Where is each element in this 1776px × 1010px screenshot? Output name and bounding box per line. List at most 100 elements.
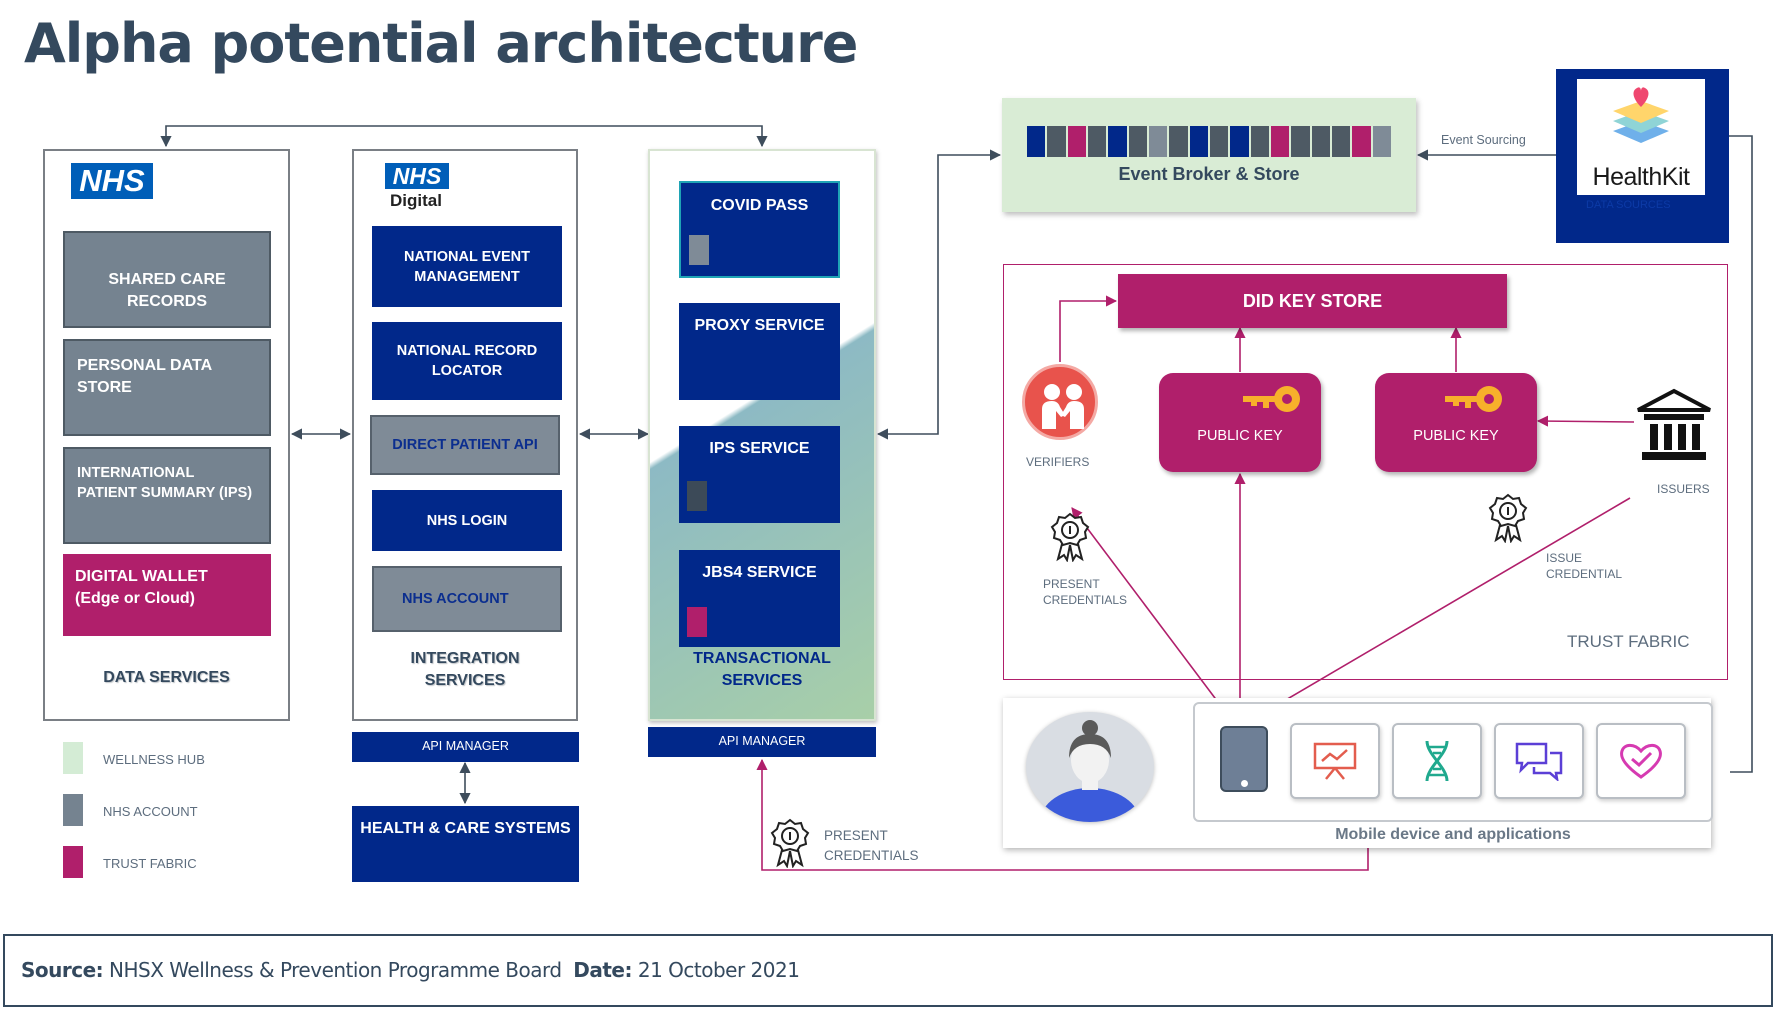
event-block xyxy=(1027,126,1046,157)
proxy-service-box[interactable]: PROXY SERVICE xyxy=(679,303,840,400)
event-block xyxy=(1372,126,1391,157)
national-event-management-box[interactable]: NATIONAL EVENT MANAGEMENT xyxy=(372,226,562,307)
nhs-digital-logo: NHS xyxy=(385,163,449,189)
bottom-present-credentials-label: PRESENT CREDENTIALS xyxy=(824,826,919,866)
legend-label-nhs-account: NHS ACCOUNT xyxy=(103,804,198,819)
shared-care-records-box[interactable]: SHARED CARE RECORDS xyxy=(63,231,271,328)
legend-swatch-nhs-account xyxy=(63,794,83,826)
ips-service-box[interactable]: IPS SERVICE xyxy=(679,426,840,523)
key-icon xyxy=(1445,386,1502,412)
event-block xyxy=(1230,126,1249,157)
issuers-bank-icon xyxy=(1637,388,1711,460)
healthkit-source-box[interactable]: HealthKit DATA SOURCES xyxy=(1556,69,1729,243)
did-key-store-box[interactable]: DID KEY STORE xyxy=(1118,274,1507,328)
event-block xyxy=(1067,126,1086,157)
jbs4-service-label: JBS4 SERVICE xyxy=(702,564,817,581)
digital-wallet-label: DIGITAL WALLET xyxy=(75,568,208,585)
health-care-systems-box[interactable]: HEALTH & CARE SYSTEMS xyxy=(352,806,579,882)
event-block xyxy=(1087,126,1107,157)
dna-app-icon[interactable] xyxy=(1392,723,1482,799)
connector-phone-verifier xyxy=(1071,507,1237,727)
phone-icon[interactable] xyxy=(1220,726,1268,792)
legend-label-trust-fabric: TRUST FABRIC xyxy=(103,856,197,871)
covid-pass-label: COVID PASS xyxy=(710,197,809,214)
event-block xyxy=(1352,126,1371,157)
jbs4-service-marker xyxy=(687,607,707,637)
direct-patient-api-box[interactable]: DIRECT PATIENT API xyxy=(370,415,560,475)
nhs-digital-logo-sub: Digital xyxy=(390,191,442,210)
transactional-services-caption: TRANSACTIONAL SERVICES xyxy=(648,648,876,692)
connector-issuer-pk2 xyxy=(1536,415,1635,427)
chat-app-icon[interactable] xyxy=(1494,723,1584,799)
nhs-logo: NHS xyxy=(71,163,153,199)
event-block xyxy=(1148,126,1168,157)
event-block xyxy=(1291,126,1310,157)
verifiers-icon xyxy=(1022,364,1098,440)
source-label: Source: xyxy=(21,958,104,982)
date-label: Date: xyxy=(573,958,632,982)
international-patient-summary-box[interactable]: INTERNATIONAL PATIENT SUMMARY (IPS) xyxy=(63,447,271,544)
integration-caption-line2: SERVICES xyxy=(424,672,506,689)
bottom-present-line1: PRESENT xyxy=(824,828,888,843)
event-block xyxy=(1270,126,1290,157)
personal-data-store-box[interactable]: PERSONAL DATA STORE xyxy=(63,339,271,436)
apps-tray xyxy=(1193,702,1713,822)
event-block xyxy=(1189,126,1208,157)
digital-wallet-box[interactable]: DIGITAL WALLET (Edge or Cloud) xyxy=(63,554,271,636)
covid-pass-marker xyxy=(689,235,709,265)
issue-credential-line2: CREDENTIAL xyxy=(1546,567,1623,581)
jbs4-service-box[interactable]: JBS4 SERVICE xyxy=(679,550,840,647)
event-block xyxy=(1209,126,1229,157)
connector-verifier-didstore xyxy=(1059,295,1118,362)
integration-caption-line1: INTEGRATION xyxy=(410,650,520,667)
credential-badge-icon xyxy=(1050,512,1090,562)
national-record-locator-box[interactable]: NATIONAL RECORD LOCATOR xyxy=(372,322,562,400)
public-key-2-box[interactable]: PUBLIC KEY xyxy=(1375,373,1537,472)
key-icon xyxy=(1243,386,1300,412)
issue-credential-label: ISSUE CREDENTIAL xyxy=(1546,550,1622,582)
legend-swatch-trust-fabric xyxy=(63,846,83,878)
verifiers-label: VERIFIERS xyxy=(1026,455,1090,469)
transactional-caption-line2: SERVICES xyxy=(721,672,803,689)
event-stream-blocks xyxy=(1027,126,1391,157)
covid-pass-box[interactable]: COVID PASS xyxy=(679,181,840,278)
event-broker-label: Event Broker & Store xyxy=(1118,164,1300,184)
event-block xyxy=(1047,126,1066,157)
event-block xyxy=(1169,126,1188,157)
nhs-account-box[interactable]: NHS ACCOUNT xyxy=(372,566,562,632)
digital-wallet-sublabel: (Edge or Cloud) xyxy=(75,590,195,607)
issue-badge-icon xyxy=(1488,493,1528,543)
connector-issuer-phone xyxy=(1237,497,1631,729)
data-sources-label: DATA SOURCES xyxy=(1586,199,1671,211)
event-block xyxy=(1311,126,1330,157)
issue-credential-line1: ISSUE xyxy=(1546,551,1583,565)
transactional-caption-line1: TRANSACTIONAL xyxy=(693,650,831,667)
nhs-login-box[interactable]: NHS LOGIN xyxy=(372,490,562,551)
bottom-present-line2: CREDENTIALS xyxy=(824,848,919,863)
integration-services-caption: INTEGRATION SERVICES xyxy=(352,648,578,692)
public-key-1-label: PUBLIC KEY xyxy=(1197,428,1283,444)
event-block xyxy=(1108,126,1127,157)
connector-mobile-healthkit xyxy=(1706,130,1753,773)
healthkit-icon xyxy=(1613,87,1669,143)
event-block xyxy=(1331,126,1351,157)
trust-fabric-panel xyxy=(1003,264,1728,680)
ips-service-marker xyxy=(687,481,707,511)
issuers-label: ISSUERS xyxy=(1657,482,1710,496)
public-key-1-box[interactable]: PUBLIC KEY xyxy=(1159,373,1321,472)
page-title: Alpha potential architecture xyxy=(24,12,858,75)
trust-fabric-label: TRUST FABRIC xyxy=(1567,632,1690,651)
present-credentials-line1: PRESENT xyxy=(1043,577,1100,591)
user-avatar[interactable] xyxy=(1026,712,1154,822)
event-block xyxy=(1128,126,1147,157)
integration-api-manager[interactable]: API MANAGER xyxy=(352,732,579,762)
event-broker-box[interactable]: Event Broker & Store xyxy=(1002,98,1416,212)
bottom-credential-badge-icon xyxy=(770,818,810,868)
healthkit-label: HealthKit xyxy=(1592,163,1690,191)
connector-mobile-apimanager xyxy=(756,758,1369,871)
transactional-api-manager[interactable]: API MANAGER xyxy=(648,727,876,757)
presentation-app-icon[interactable] xyxy=(1290,723,1380,799)
ips-service-label: IPS SERVICE xyxy=(709,440,810,457)
heart-app-icon[interactable] xyxy=(1596,723,1686,799)
